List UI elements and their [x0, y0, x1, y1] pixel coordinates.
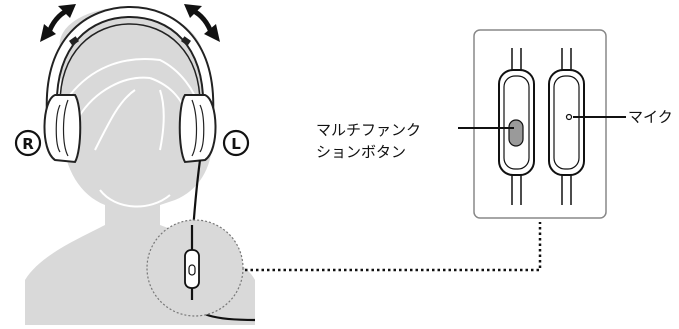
microphone-hole [565, 113, 573, 121]
circled-l-icon: L [222, 129, 250, 157]
remote-inset-mic [548, 48, 585, 205]
left-marker-letter: L [231, 135, 241, 153]
circled-r-icon: R [14, 129, 42, 157]
ear-cup-right [43, 94, 82, 164]
microphone-label: マイク [628, 108, 673, 126]
remote-small [184, 249, 200, 289]
curved-double-arrow-icon [184, 4, 220, 42]
dotted-connector [245, 222, 542, 272]
ear-cup-left [178, 94, 217, 164]
right-marker-letter: R [22, 135, 34, 153]
multi-function-button-label-line2: ションボタン [316, 143, 407, 161]
multi-function-button-label-line1: マルチファンク [316, 121, 422, 139]
curved-double-arrow-icon [40, 4, 76, 42]
inset-box [473, 29, 607, 219]
multi-function-button [508, 119, 524, 147]
remote-inset-button [498, 48, 535, 205]
headphone-headband [45, 5, 215, 116]
